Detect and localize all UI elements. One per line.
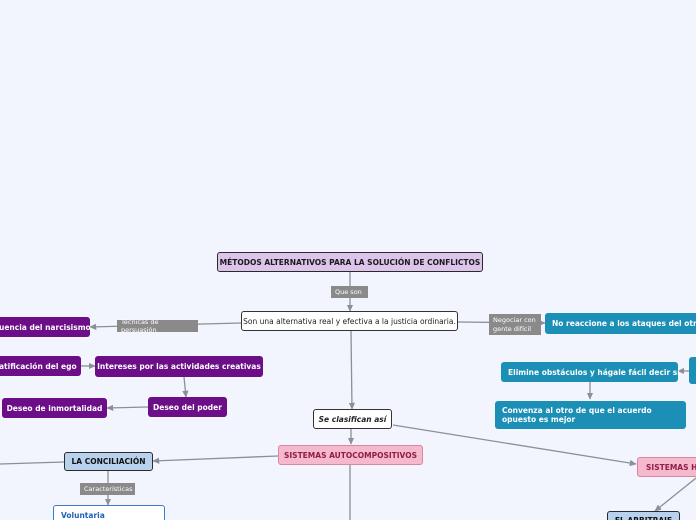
autocompositivos-node[interactable]: SISTEMAS AUTOCOMPOSITIVOS <box>278 445 423 465</box>
link-auto-conciliacion <box>152 455 279 464</box>
inmortalidad-node[interactable]: Deseo de inmortalidad <box>2 398 107 418</box>
convenza-node[interactable]: Convenza al otro de que el acuerdo opues… <box>495 401 686 429</box>
narcisismo-node[interactable]: uencia del narcisismo <box>0 317 91 337</box>
voluntaria-node[interactable]: Voluntaria <box>53 505 165 520</box>
arbitraje-node[interactable]: EL ARBITRAJE <box>607 511 680 520</box>
classified-node[interactable]: Se clasifican así <box>313 409 392 429</box>
link-classified-heterocompositivos <box>392 424 637 467</box>
label-negociar: Negociar con gente difícil <box>489 314 541 335</box>
label-caracteristicas: Características <box>80 483 135 495</box>
poder-node[interactable]: Deseo del poder <box>148 397 227 417</box>
link-hetero-arbitraje <box>654 477 696 512</box>
definition-node[interactable]: Son una alternativa real y efectiva a la… <box>241 311 458 331</box>
label-que-son: Que son <box>331 286 368 298</box>
right-partial-node[interactable] <box>689 357 696 384</box>
link-intereses-poder <box>182 376 189 398</box>
link-poder-inmortalidad <box>106 404 149 411</box>
conciliacion-node[interactable]: LA CONCILIACIÓN <box>64 452 153 471</box>
heterocompositivos-node[interactable]: SISTEMAS HE <box>637 457 696 477</box>
link-conciliacion-left <box>0 461 65 465</box>
intereses-node[interactable]: Intereses por las actividades creativas <box>95 356 263 377</box>
gratificacion-node[interactable]: atificación del ego <box>0 356 81 376</box>
no-reaccione-node[interactable]: No reaccione a los ataques del otro <box>545 313 696 334</box>
elimine-node[interactable]: Elimine obstáculos y hágale fácil decir … <box>501 362 680 382</box>
root-node[interactable]: MÉTODOS ALTERNATIVOS PARA LA SOLUCIÓN DE… <box>217 252 483 272</box>
link-definition-classified <box>348 330 356 410</box>
label-tecnicas: Técnicas de persuasión <box>117 318 198 334</box>
